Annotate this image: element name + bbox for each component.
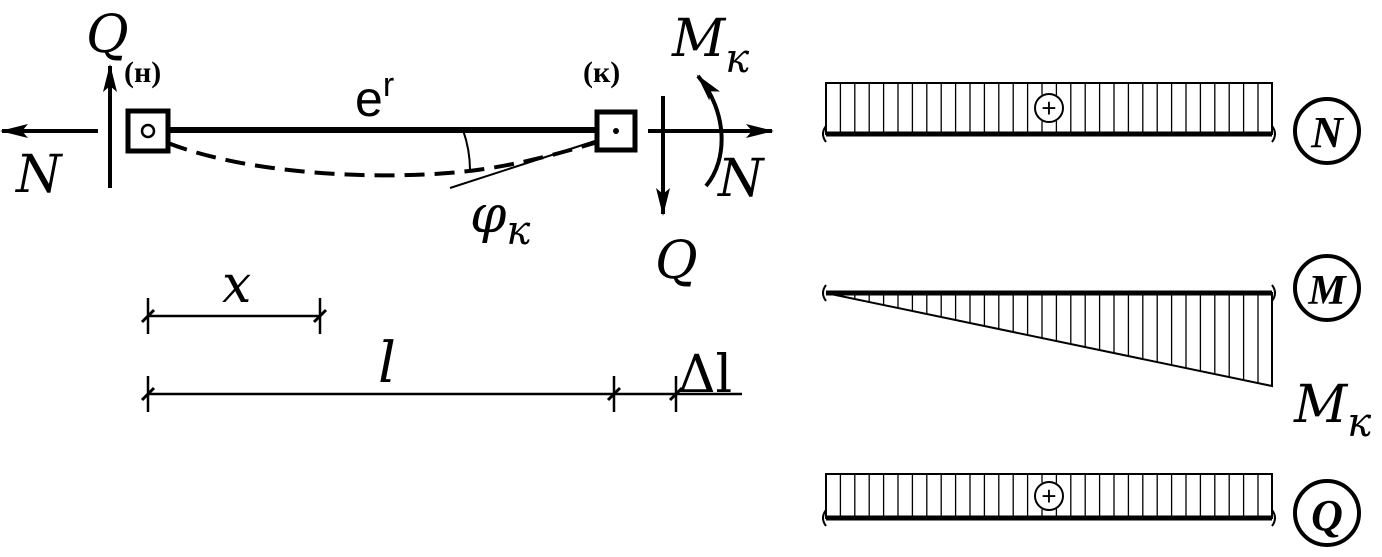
moment-arc xyxy=(696,74,724,188)
n-right-label: N xyxy=(716,149,765,209)
q-diagram-break-right xyxy=(1271,509,1276,527)
rotation-angle-arc xyxy=(462,129,471,171)
moment-label-sub: к xyxy=(725,36,749,82)
moment-label: Mк xyxy=(671,9,749,82)
q-sign: + xyxy=(1041,481,1056,511)
dl-dim-slash-right xyxy=(668,386,684,402)
element-label: er xyxy=(355,66,394,127)
dl-dimension-label: Δl xyxy=(678,345,732,405)
element-label-sup: r xyxy=(383,66,394,104)
rotation-label: φк xyxy=(470,185,530,254)
dimension-lines: x l Δl xyxy=(140,255,742,412)
end-node-center xyxy=(613,128,619,134)
n-diagram-name: N xyxy=(1310,108,1345,157)
end-node-label: (к) xyxy=(583,56,620,89)
q-diagram-hatching xyxy=(839,474,1259,518)
q-diagram-break-left xyxy=(822,509,827,527)
q-diagram-name: Q xyxy=(1311,491,1343,540)
n-diagram-badge xyxy=(1293,97,1361,165)
x-dim-slash-right xyxy=(312,308,328,324)
beam-element: (н) (к) er Q N N Q Mк φк xyxy=(0,5,774,291)
m-diagram-name: M xyxy=(1307,268,1347,314)
n-diagram-break-left xyxy=(822,125,827,143)
m-end-label: Mк xyxy=(1293,375,1371,446)
m-diagram-badge xyxy=(1293,254,1361,322)
l-dimension-label: l xyxy=(378,331,396,396)
n-diagram: + N xyxy=(822,82,1361,165)
x-dimension-label: x xyxy=(222,255,251,315)
rotation-label-main: φ xyxy=(470,185,507,245)
q-diagram: + Q xyxy=(822,473,1361,547)
m-end-label-main: M xyxy=(1293,375,1349,435)
x-dim-slash-left xyxy=(140,308,156,324)
n-sign: + xyxy=(1041,93,1056,123)
start-node-label: (н) xyxy=(124,56,161,89)
n-left-label: N xyxy=(14,145,63,205)
l-dim-slash-left xyxy=(140,386,156,402)
moment-label-main: M xyxy=(671,9,727,69)
m-diagram-hatching xyxy=(839,293,1259,384)
l-dim-slash-mid xyxy=(606,386,622,402)
dl-delta: Δl xyxy=(678,345,732,405)
start-node-center xyxy=(140,123,156,139)
m-end-label-sub: к xyxy=(1347,400,1371,446)
q-diagram-badge xyxy=(1293,479,1361,547)
rotation-label-sub: к xyxy=(506,208,530,254)
n-diagram-break-right xyxy=(1271,125,1276,143)
tangent-line xyxy=(449,139,599,189)
m-diagram-break-left xyxy=(822,284,827,302)
n-sign-circle xyxy=(1034,93,1064,123)
q-left-label: Q xyxy=(86,5,129,65)
m-diagram: M Mк xyxy=(822,254,1371,446)
deflection-curve xyxy=(167,140,599,178)
q-sign-circle xyxy=(1034,481,1064,511)
m-diagram-area xyxy=(825,292,1273,388)
m-diagram-break-right xyxy=(1271,284,1276,302)
element-label-main: e xyxy=(355,71,383,127)
q-right-label: Q xyxy=(655,231,698,291)
